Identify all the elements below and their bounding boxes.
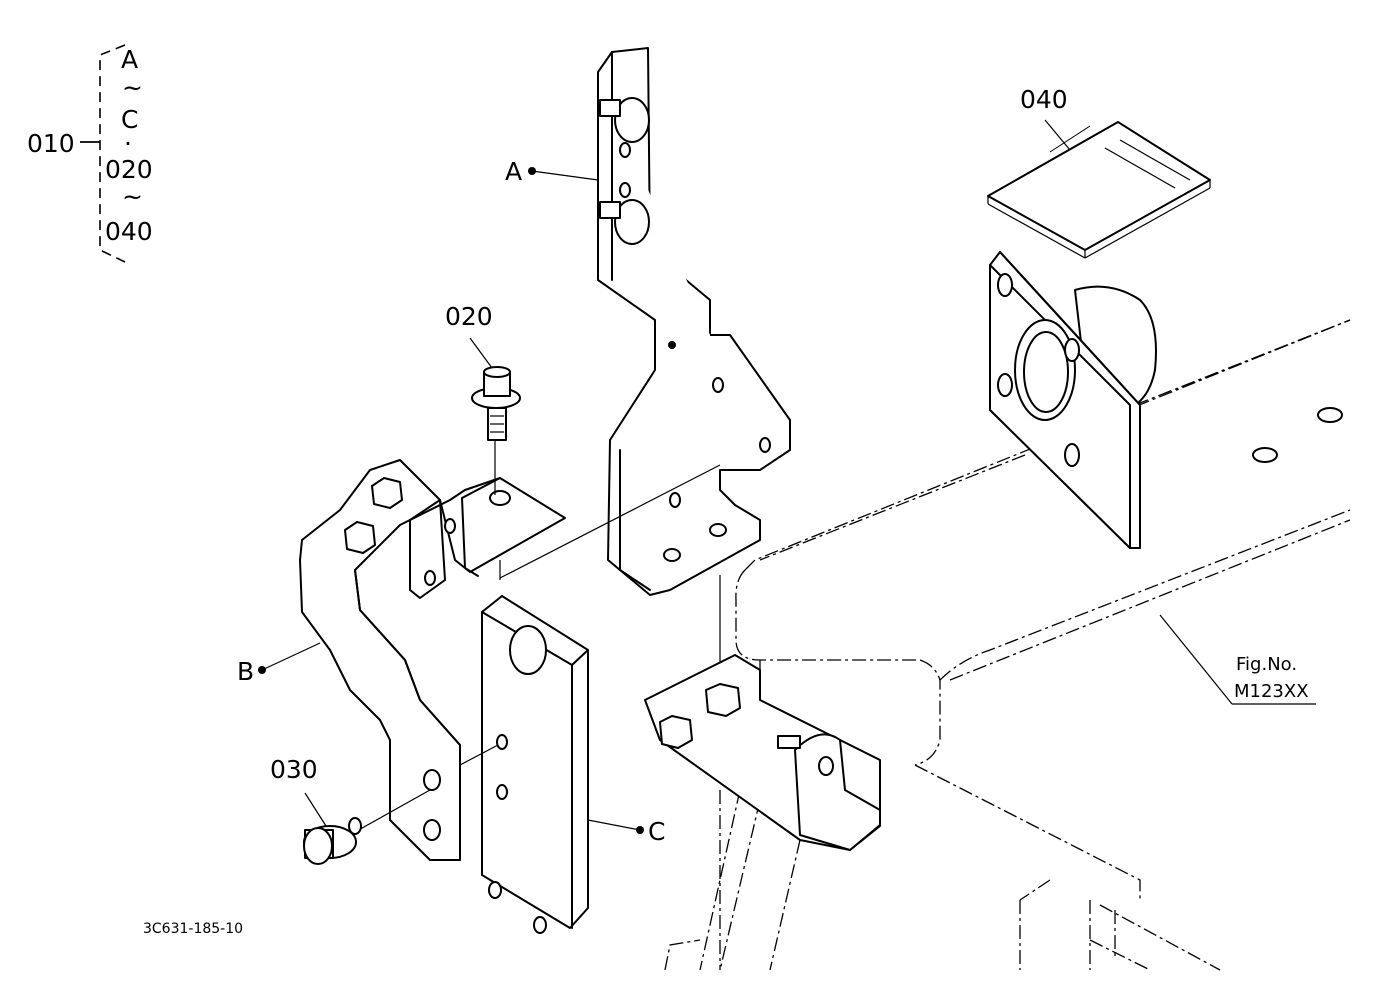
figure-ref-line1: Fig.No. xyxy=(1236,654,1297,675)
frame-holes xyxy=(1252,407,1343,463)
drawing-code: 3C631-185-10 xyxy=(143,921,243,937)
kit-line-4: · xyxy=(124,129,132,158)
part-020-bolt xyxy=(469,337,521,495)
stud-upper xyxy=(599,99,621,117)
callout-020: 020 xyxy=(445,302,493,331)
callout-a: A xyxy=(505,157,522,186)
kit-number: 010 xyxy=(27,129,75,158)
figure-ref-leader xyxy=(1159,614,1316,705)
figure-ref-line2: M123XX xyxy=(1234,681,1309,702)
part-b-bracket xyxy=(258,459,566,861)
mount-plate xyxy=(644,654,881,851)
kit-line-7: 040 xyxy=(105,217,153,246)
flange-housing xyxy=(989,251,1157,549)
callout-b: B xyxy=(237,657,254,686)
kit-line-3: C xyxy=(121,105,138,134)
tractor-frame xyxy=(664,319,1351,971)
part-a-bracket xyxy=(528,47,791,596)
part-040-plate xyxy=(987,119,1211,259)
kit-line-1: A xyxy=(121,45,138,74)
callout-040: 040 xyxy=(1020,85,1068,114)
callout-c: C xyxy=(648,817,665,846)
stud-lower xyxy=(599,201,621,219)
part-c-plate xyxy=(481,595,644,934)
kit-bracket: 010 A ~ C · 020 ~ 040 xyxy=(27,44,153,263)
callout-030: 030 xyxy=(270,755,318,784)
kit-line-6: ~ xyxy=(122,182,143,211)
kit-line-5: 020 xyxy=(105,155,153,184)
part-030-bolt xyxy=(303,789,431,865)
kit-line-2: ~ xyxy=(122,73,143,102)
